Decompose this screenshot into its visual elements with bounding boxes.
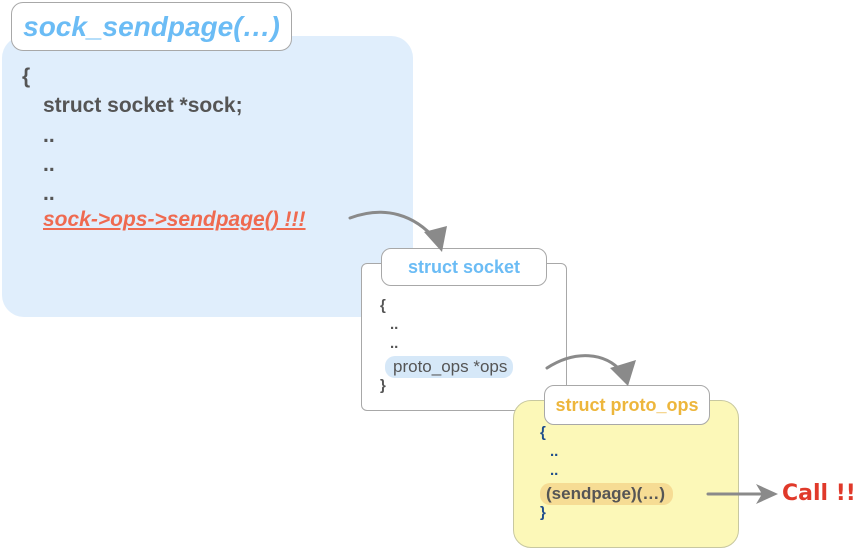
code-open-brace: { <box>540 424 546 441</box>
code-close-brace: } <box>540 504 546 521</box>
code-open-brace: { <box>22 65 31 88</box>
arrow-ops-to-proto-ops <box>545 354 624 374</box>
code-close-brace: } <box>380 377 386 394</box>
code-open-brace: { <box>380 297 386 314</box>
arrowhead-proto-ops <box>610 360 636 386</box>
sock-sendpage-function-box <box>2 36 413 317</box>
code-ellipsis: .. <box>550 462 559 479</box>
arrowhead-call <box>756 484 778 504</box>
code-ellipsis: .. <box>390 316 399 333</box>
sendpage-field-highlight: (sendpage)(…) <box>540 483 673 505</box>
struct-socket-title: struct socket <box>381 248 547 286</box>
struct-proto-ops-title: struct proto_ops <box>544 385 710 425</box>
code-socket-declaration: struct socket *sock; <box>43 94 243 117</box>
code-ellipsis: .. <box>43 124 55 147</box>
code-ellipsis: .. <box>43 182 55 205</box>
sendpage-call-highlight: sock->ops->sendpage() !!! <box>43 208 306 231</box>
call-label: Call !! <box>782 481 856 506</box>
code-ellipsis: .. <box>43 153 55 176</box>
proto-ops-field-highlight: proto_ops *ops <box>385 356 514 378</box>
arrow-call-to-struct-socket <box>348 210 438 242</box>
code-ellipsis: .. <box>390 335 399 352</box>
code-ellipsis: .. <box>550 443 559 460</box>
sock-sendpage-title: sock_sendpage(…) <box>11 2 292 51</box>
arrowhead-struct-socket <box>424 226 447 252</box>
